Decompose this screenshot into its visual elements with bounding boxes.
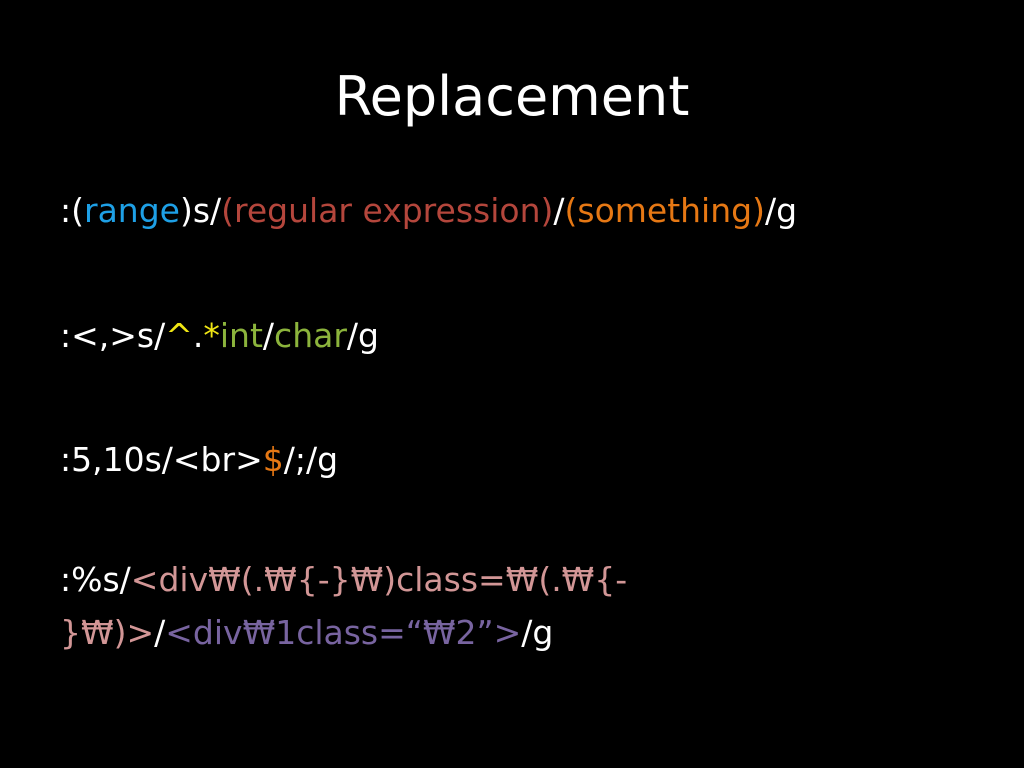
code-segment: :( — [60, 191, 84, 230]
code-segment: / — [262, 316, 275, 355]
code-segment: }₩)> — [60, 613, 155, 652]
code-segment: <div₩(.₩{-}₩)class=₩(.₩{- — [130, 560, 628, 599]
slide-title: Replacement — [334, 65, 690, 128]
code-segment: * — [203, 316, 220, 355]
code-segment: /g — [764, 191, 798, 230]
code-segment: <div₩1class=“₩2”> — [165, 613, 522, 652]
code-segment: ^ — [165, 316, 193, 355]
code-segment: (something) — [564, 191, 765, 230]
code-line-range-syntax: :(range)s/(regular expression)/(somethin… — [60, 188, 797, 234]
code-segment: /;/g — [283, 440, 339, 479]
code-segment: / — [553, 191, 565, 230]
code-line-int-to-char: :<,>s/^.*int/char/g — [60, 313, 379, 359]
code-line-div-class-part2: }₩)>/<div₩1class=“₩2”>/g — [60, 610, 553, 656]
code-segment: . — [192, 316, 204, 355]
code-segment: /g — [521, 613, 554, 652]
code-segment: $ — [262, 440, 284, 479]
code-segment: / — [154, 613, 166, 652]
code-segment: )s/ — [179, 191, 222, 230]
code-segment: (regular expression) — [221, 191, 554, 230]
code-line-div-class-part1: :%s/<div₩(.₩{-}₩)class=₩(.₩{- — [60, 557, 627, 603]
code-segment: :5,10s/<br> — [60, 440, 263, 479]
code-segment: int — [219, 316, 263, 355]
code-segment: :%s/ — [60, 560, 131, 599]
code-segment: /g — [346, 316, 379, 355]
code-segment: char — [274, 316, 347, 355]
code-line-br-replace: :5,10s/<br>$/;/g — [60, 437, 338, 483]
code-segment: range — [84, 191, 180, 230]
code-segment: :<,>s/ — [60, 316, 166, 355]
